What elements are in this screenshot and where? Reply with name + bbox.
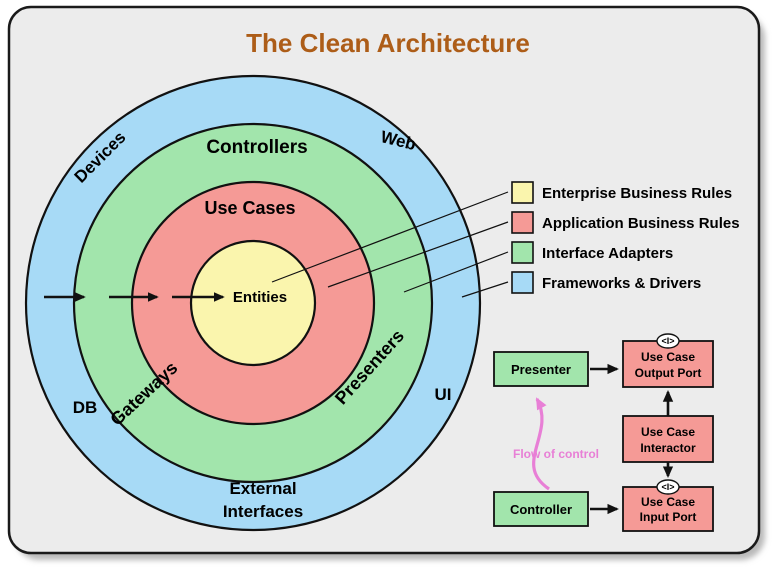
ring-label-interfaces: Interfaces	[223, 502, 303, 521]
interface-symbol-input: <I>	[661, 482, 674, 492]
controller-box	[493, 491, 589, 527]
input-port-label-line2: Input Port	[640, 510, 697, 524]
legend-connector-application	[327, 221, 509, 288]
interactor-label-line2: Interactor	[640, 441, 696, 455]
ring-label-use-cases: Use Cases	[204, 198, 295, 218]
use-case-interactor-box	[622, 415, 714, 463]
interactor-label-line1: Use Case	[641, 425, 695, 439]
legend-swatch-frameworks	[511, 271, 534, 294]
page-title: The Clean Architecture	[246, 28, 530, 58]
output-port-label-line2: Output Port	[635, 366, 702, 380]
flow-of-control-curve	[532, 397, 550, 491]
interface-symbol-output: <I>	[661, 336, 674, 346]
legend-connector-enterprise	[271, 191, 509, 283]
legend-label-application: Application Business Rules	[542, 215, 740, 232]
flow-of-control-label: Flow of control	[513, 447, 599, 461]
legend-label-adapters: Interface Adapters	[542, 245, 673, 262]
legend-swatch-enterprise	[511, 181, 534, 204]
ring-label-external: External	[229, 479, 296, 498]
presenter-box	[493, 351, 589, 387]
output-port-label-line1: Use Case	[641, 350, 695, 364]
interface-lollipop-input	[656, 479, 680, 495]
ring-label-controllers: Controllers	[206, 137, 307, 158]
ring-enterprise-business-rules	[189, 239, 317, 367]
presenter-label: Presenter	[511, 362, 571, 377]
interface-lollipop-output	[656, 333, 680, 349]
legend-label-frameworks: Frameworks & Drivers	[542, 275, 701, 292]
legend-swatch-adapters	[511, 241, 534, 264]
legend-label-enterprise: Enterprise Business Rules	[542, 185, 732, 202]
legend-swatch-application	[511, 211, 534, 234]
controller-label: Controller	[510, 502, 572, 517]
ring-label-entities: Entities	[233, 289, 287, 306]
input-port-label-line1: Use Case	[641, 495, 695, 509]
legend-connector-frameworks	[461, 281, 509, 298]
ring-label-ui: UI	[435, 385, 452, 404]
legend-connector-adapters	[403, 251, 509, 293]
ring-label-db: DB	[73, 398, 98, 417]
